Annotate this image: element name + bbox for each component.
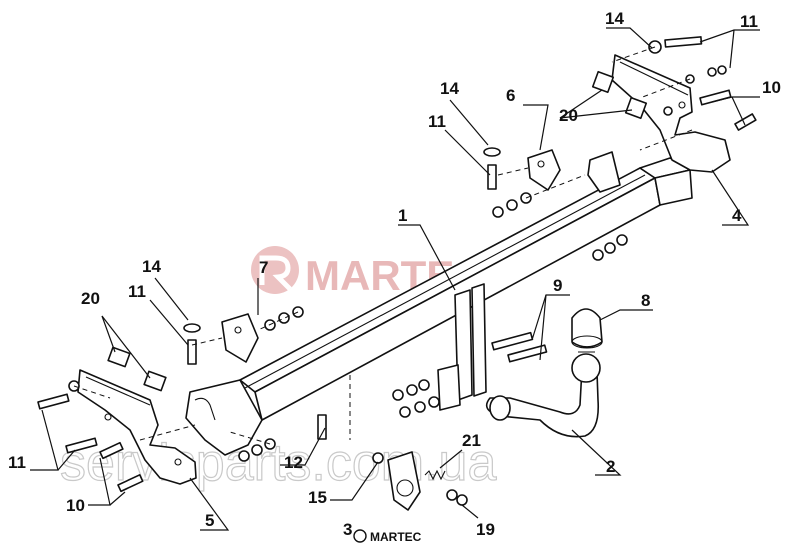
callout-3: 3 (343, 520, 352, 539)
callout-5: 5 (205, 511, 214, 530)
callout-8: 8 (641, 291, 650, 310)
callout-10-bottom: 10 (66, 496, 85, 515)
clamp-plates-part-20-right (591, 70, 648, 120)
callout-1: 1 (398, 206, 407, 225)
callout-6: 6 (506, 86, 515, 105)
callout-9: 9 (553, 276, 562, 295)
bracket-part-6 (527, 149, 561, 191)
left-bracket-part-5 (77, 369, 197, 485)
callout-12: 12 (284, 453, 303, 472)
callout-14-center: 14 (440, 79, 459, 98)
callout-11-bottom-left: 11 (8, 453, 26, 472)
callout-15: 15 (308, 488, 327, 507)
center-plates (437, 283, 487, 411)
callout-2: 2 (606, 457, 615, 476)
callout-14-top: 14 (605, 9, 624, 28)
footer-logo: MARTEC (353, 529, 422, 544)
callout-20-right: 20 (559, 106, 578, 125)
callout-11-left: 11 (128, 282, 146, 301)
fasteners (37, 36, 757, 506)
footer-brand: MARTEC (370, 530, 422, 544)
callout-19: 19 (476, 520, 495, 539)
callout-11-center: 11 (428, 112, 446, 131)
callout-21: 21 (462, 431, 481, 450)
socket-plate-part-3 (387, 451, 421, 511)
bracket-part-7 (221, 313, 259, 363)
callout-7: 7 (259, 258, 268, 277)
towball-part-2 (485, 351, 601, 438)
callout-14-left: 14 (142, 257, 161, 276)
leader-lines (30, 27, 760, 531)
callout-11-top-right: 11 (740, 12, 758, 31)
assembly-lines (73, 46, 693, 445)
callout-20-left: 20 (81, 289, 100, 308)
callout-labels: 1 2 3 4 5 6 7 8 9 10 10 11 11 11 11 12 1… (8, 9, 781, 539)
clamp-plates-part-20-left (107, 346, 167, 392)
right-arm (587, 151, 621, 193)
callout-10-top: 10 (762, 78, 781, 97)
ball-cover-part-8 (571, 308, 603, 349)
spring-part-21 (424, 469, 446, 481)
callout-4: 4 (732, 206, 742, 225)
